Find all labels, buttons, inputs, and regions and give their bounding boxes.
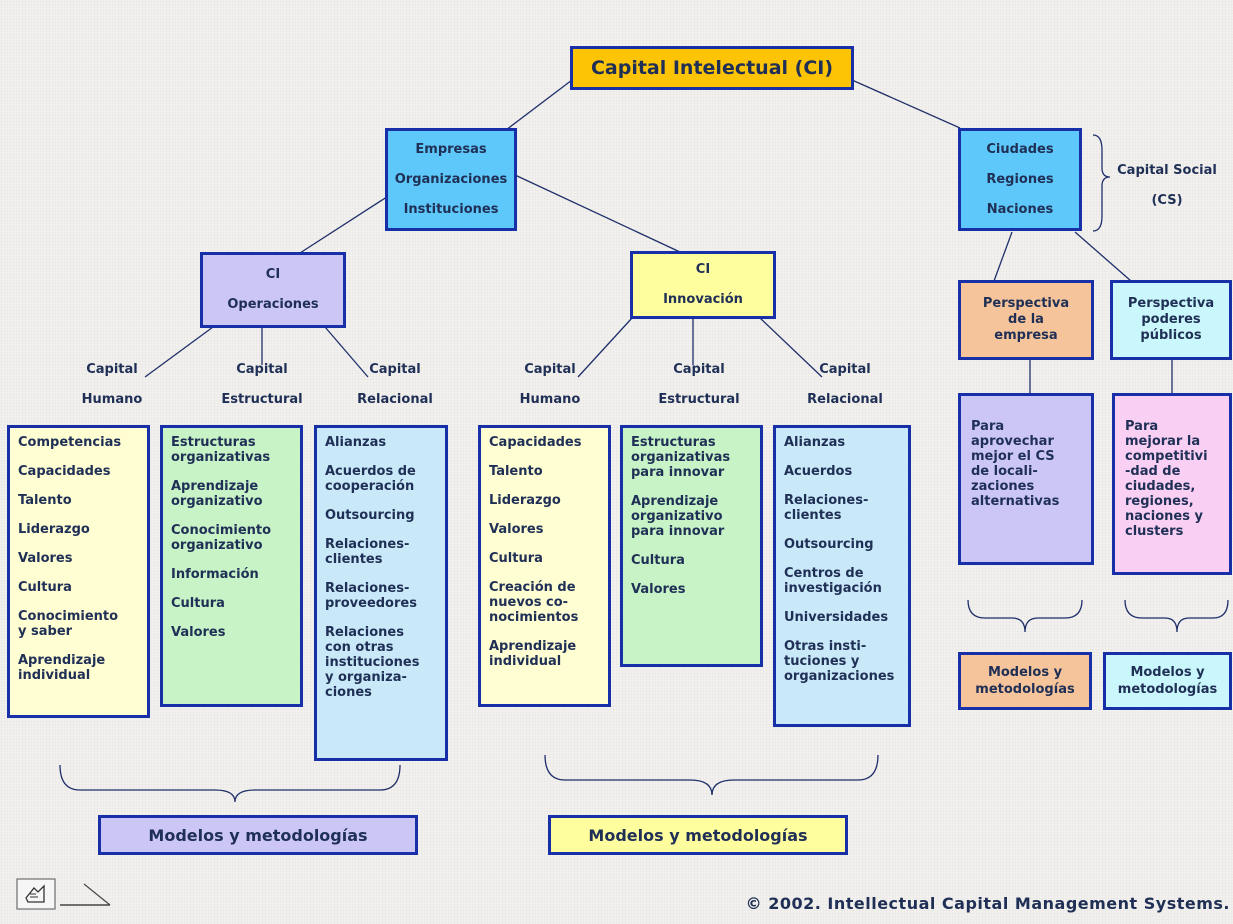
- modelos-innovacion-label: Modelos y metodologías: [588, 825, 808, 845]
- ci-innovacion-line2: Innovación: [663, 292, 743, 307]
- ci-innovacion-node: CI Innovación: [630, 251, 776, 319]
- op-humano-label: Capital Humano: [81, 362, 143, 407]
- ci-operaciones-node: CI Operaciones: [200, 252, 346, 328]
- back-icon[interactable]: [16, 878, 56, 910]
- list-item: Talento: [489, 464, 543, 479]
- list-item: Cultura: [489, 551, 543, 566]
- list-item: Conocimiento organizativo: [171, 523, 272, 553]
- list-item: Liderazgo: [489, 493, 561, 508]
- list-item: Aprendizaje individual: [18, 653, 106, 683]
- list-item: Acuerdos de cooperación: [325, 464, 416, 494]
- list-item: Liderazgo: [18, 522, 90, 537]
- list-item: Valores: [18, 551, 73, 566]
- cities-label: Ciudades: [986, 141, 1054, 157]
- op-estructural-list: Estructuras organizativas Aprendizaje or…: [160, 425, 303, 707]
- copyright-text: © 2002. Intellectual Capital Management …: [745, 894, 1230, 913]
- in-humano-list: Capacidades Talento Liderazgo Valores Cu…: [478, 425, 611, 707]
- perspectiva-empresa-node: Perspectiva de la empresa: [958, 280, 1094, 360]
- list-item: Relaciones- proveedores: [325, 581, 417, 611]
- list-item: Relaciones con otras instituciones y org…: [325, 625, 420, 700]
- list-item: Cultura: [631, 553, 685, 568]
- list-item: Centros de investigación: [784, 566, 882, 596]
- list-item: Conocimiento y saber: [18, 609, 119, 639]
- ci-operaciones-line2: Operaciones: [227, 297, 319, 312]
- list-item: Cultura: [171, 596, 225, 611]
- list-item: Outsourcing: [784, 537, 874, 552]
- list-item: Talento: [18, 493, 72, 508]
- list-item: Universidades: [784, 610, 889, 625]
- institutions-label: Instituciones: [403, 201, 499, 217]
- list-item: Outsourcing: [325, 508, 415, 523]
- list-item: Aprendizaje organizativo: [171, 479, 263, 509]
- list-item: Creación de nuevos co- nocimientos: [489, 580, 579, 625]
- cities-node: Ciudades Regiones Naciones: [958, 128, 1082, 231]
- list-item: Alianzas: [784, 435, 846, 450]
- companies-label: Empresas: [415, 141, 487, 157]
- in-relacional-list: Alianzas Acuerdos Relaciones- clientes O…: [773, 425, 911, 727]
- list-item: Relaciones- clientes: [784, 493, 869, 523]
- op-relacional-list: Alianzas Acuerdos de cooperación Outsour…: [314, 425, 448, 761]
- list-item: Capacidades: [18, 464, 111, 479]
- in-estructural-list: Estructuras organizativas para innovar A…: [620, 425, 763, 667]
- para-poderes-node: Para mejorar la competitivi -dad de ciud…: [1112, 393, 1232, 575]
- para-empresa-node: Para aprovechar mejor el CS de locali- z…: [958, 393, 1094, 565]
- in-estructural-label: Capital Estructural: [658, 362, 740, 407]
- list-item: Estructuras organizativas: [171, 435, 271, 465]
- list-item: Alianzas: [325, 435, 387, 450]
- modelos-poderes-node: Modelos y metodologías: [1103, 652, 1232, 710]
- list-item: Capacidades: [489, 435, 582, 450]
- nations-label: Naciones: [986, 201, 1054, 217]
- modelos-empresa-label: Modelos y metodologías: [975, 665, 1075, 697]
- ci-innovacion-line1: CI: [695, 262, 711, 277]
- root-label: Capital Intelectual (CI): [590, 56, 834, 79]
- list-item: Competencias: [18, 435, 122, 450]
- perspectiva-poderes-node: Perspectiva poderes públicos: [1110, 280, 1232, 360]
- op-humano-list: Competencias Capacidades Talento Lideraz…: [7, 425, 150, 718]
- list-item: Acuerdos: [784, 464, 853, 479]
- list-item: Valores: [631, 582, 686, 597]
- op-relacional-label: Capital Relacional: [357, 362, 433, 407]
- op-estructural-label: Capital Estructural: [221, 362, 303, 407]
- companies-node: Empresas Organizaciones Instituciones: [385, 128, 517, 231]
- pen-icon[interactable]: [58, 880, 112, 908]
- perspectiva-empresa-label: Perspectiva de la empresa: [982, 296, 1070, 343]
- in-humano-label: Capital Humano: [519, 362, 581, 407]
- modelos-operaciones-label: Modelos y metodologías: [148, 825, 368, 845]
- ci-operaciones-line1: CI: [265, 267, 281, 282]
- modelos-poderes-label: Modelos y metodologías: [1117, 665, 1218, 697]
- para-empresa-label: Para aprovechar mejor el CS de locali- z…: [971, 419, 1060, 509]
- list-item: Estructuras organizativas para innovar: [631, 435, 731, 480]
- list-item: Relaciones- clientes: [325, 537, 410, 567]
- list-item: Información: [171, 567, 259, 582]
- para-poderes-label: Para mejorar la competitivi -dad de ciud…: [1125, 419, 1208, 539]
- regions-label: Regiones: [986, 171, 1054, 187]
- modelos-empresa-node: Modelos y metodologías: [958, 652, 1092, 710]
- list-item: Otras insti- tuciones y organizaciones: [784, 639, 895, 684]
- perspectiva-poderes-label: Perspectiva poderes públicos: [1127, 296, 1215, 343]
- list-item: Cultura: [18, 580, 72, 595]
- list-item: Aprendizaje individual: [489, 639, 577, 669]
- list-item: Valores: [489, 522, 544, 537]
- list-item: Valores: [171, 625, 226, 640]
- modelos-operaciones-node: Modelos y metodologías: [98, 815, 418, 855]
- in-relacional-label: Capital Relacional: [807, 362, 883, 407]
- capital-social-label: Capital Social (CS): [1117, 163, 1217, 208]
- modelos-innovacion-node: Modelos y metodologías: [548, 815, 848, 855]
- list-item: Aprendizaje organizativo para innovar: [631, 494, 725, 539]
- organizations-label: Organizaciones: [394, 171, 508, 187]
- root-node: Capital Intelectual (CI): [570, 46, 854, 90]
